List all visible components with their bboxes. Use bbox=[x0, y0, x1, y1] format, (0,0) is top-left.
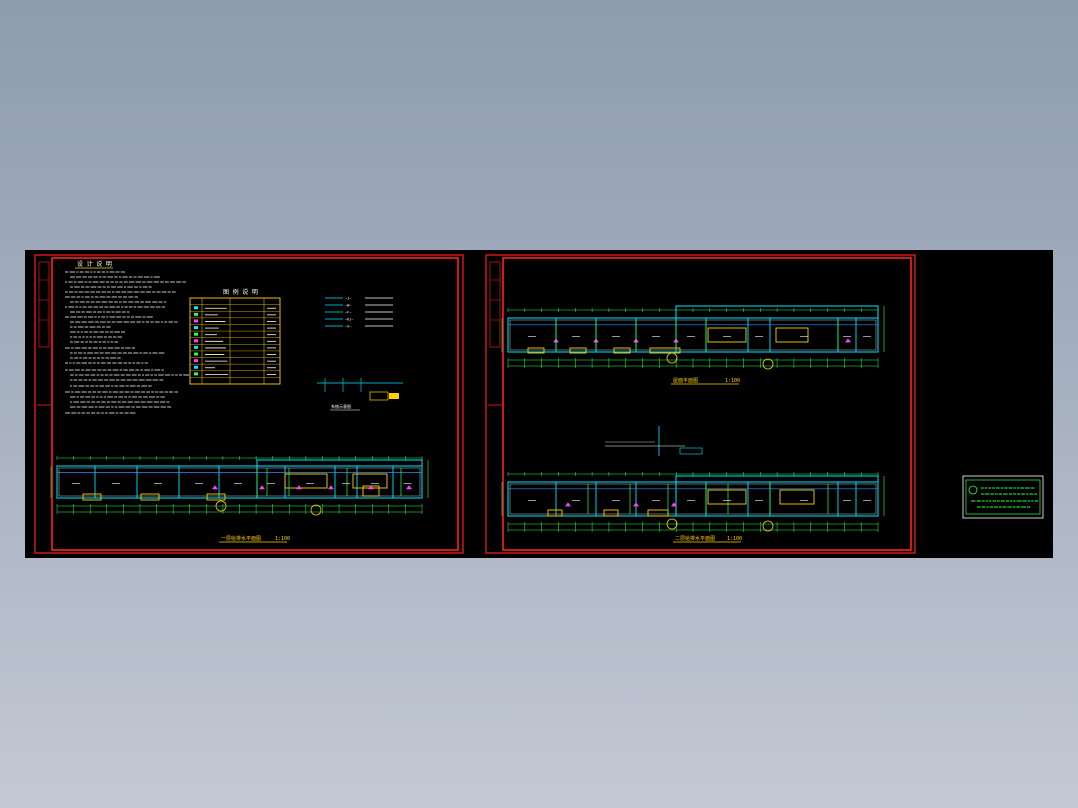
sheet-1-outer-frame bbox=[35, 255, 463, 553]
legend-frame bbox=[190, 298, 280, 384]
pipe-legend-label: —J— bbox=[345, 297, 352, 301]
title-block bbox=[963, 476, 1043, 518]
pipe-legend-label: —X— bbox=[345, 325, 352, 329]
plan1-scale: 1:100 bbox=[275, 536, 290, 542]
cad-svg: 设 计 说 明 图 例 说 明 —J— —W— —F— —RJ— —X— bbox=[25, 250, 1053, 558]
pipe-legend-label: —RJ— bbox=[345, 318, 354, 322]
sheet-2-inner-frame bbox=[503, 258, 911, 550]
plan2b-scale: 1:100 bbox=[727, 536, 742, 542]
title-block-logo bbox=[969, 486, 977, 494]
sheet-2-outer-frame bbox=[486, 255, 915, 553]
legend-rows bbox=[190, 298, 280, 384]
design-notes-text bbox=[65, 272, 189, 413]
plan2a-caption: 屋面平面图 bbox=[673, 378, 698, 384]
plan2b-caption: 二层给排水平面图 bbox=[675, 535, 715, 542]
system-diagram: 系统示意图 bbox=[317, 378, 403, 410]
floor-plan-sheet2-top bbox=[502, 306, 884, 369]
sheet-1-binding-strip bbox=[37, 262, 51, 405]
floor-plan-sheet2-bottom bbox=[502, 472, 884, 532]
riser-detail bbox=[605, 426, 702, 456]
floor-plan-sheet1 bbox=[51, 456, 428, 515]
pipe-legend-label: —F— bbox=[345, 311, 352, 315]
sheet-1: 设 计 说 明 图 例 说 明 —J— —W— —F— —RJ— —X— bbox=[35, 255, 463, 553]
plan1-caption: 一层给排水平面图 bbox=[221, 535, 261, 542]
pipe-line-legend: —J— —W— —F— —RJ— —X— bbox=[325, 297, 393, 329]
cad-drawing-canvas[interactable]: 设 计 说 明 图 例 说 明 —J— —W— —F— —RJ— —X— bbox=[25, 250, 1053, 558]
sheet-2-binding-strip bbox=[488, 262, 502, 405]
legend-table: 图 例 说 明 bbox=[190, 288, 280, 384]
system-diagram-caption: 系统示意图 bbox=[331, 403, 351, 409]
pipe-legend-label: —W— bbox=[345, 304, 352, 308]
design-notes-title: 设 计 说 明 bbox=[77, 260, 112, 268]
legend-title: 图 例 说 明 bbox=[223, 288, 258, 296]
sheet-2: 屋面平面图 1:100 二层给排水平面图 1:100 bbox=[486, 255, 915, 553]
plan2a-scale: 1:100 bbox=[725, 378, 740, 384]
design-notes: 设 计 说 明 bbox=[65, 260, 189, 413]
